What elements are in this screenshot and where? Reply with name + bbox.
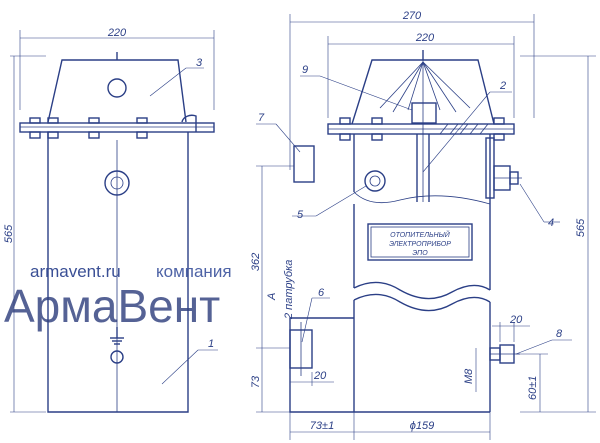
nameplate-line-1: ОТОПИТЕЛЬНЫЙ (390, 230, 451, 239)
body-lower (289, 317, 490, 413)
callout-7: 7 (258, 112, 265, 124)
dim-height-right: 565 (575, 218, 587, 237)
dim-height-left: 565 (3, 224, 15, 243)
cover-right (351, 59, 495, 125)
right-view: ОТОПИТЕЛЬНЫЙ ЭЛЕКТРОПРИБОР ЭПО 270 (250, 10, 596, 440)
pipe-upper (293, 145, 315, 183)
watermark: armavent.ru компания АрмаВент (4, 262, 232, 332)
dim-width-right: 220 (415, 32, 435, 44)
dim-m8: M8 (463, 368, 475, 384)
body-upper (353, 134, 491, 204)
dim-60: 60±1 (527, 376, 539, 400)
dim-362: 362 (250, 253, 262, 271)
watermark-site: armavent.ru (30, 262, 121, 281)
callout-5: 5 (297, 209, 304, 221)
ground-icon (110, 327, 124, 345)
dim-width-overall: 270 (402, 10, 422, 22)
heater-head (411, 102, 437, 124)
flange-bolts-right (339, 117, 505, 141)
cover-left (47, 59, 187, 123)
callout-6: 6 (318, 287, 325, 299)
callout-3: 3 (196, 57, 203, 69)
pipe-note-label: A (266, 293, 278, 301)
cover-hatch (379, 61, 471, 113)
callout-4: 4 (548, 217, 554, 229)
dim-pipe-20-left: 20 (313, 370, 327, 382)
pipe-note-text: 2 патрубка (283, 260, 295, 320)
flange-clamp (181, 114, 197, 132)
drain-valve (489, 344, 520, 364)
callout-2: 2 (499, 80, 506, 92)
flange-bolts-left (29, 117, 148, 139)
dim-73-vertical: 73 (250, 375, 262, 388)
callout-1: 1 (208, 338, 214, 350)
side-fitting (493, 165, 522, 191)
gland-nut (104, 170, 130, 196)
dim-73-bottom: 73±1 (310, 420, 334, 432)
nameplate (367, 223, 473, 261)
cover-hole (107, 78, 127, 98)
dim-width-left: 220 (107, 27, 127, 39)
cable-gland (364, 170, 386, 192)
break-line-bottom (353, 293, 491, 312)
watermark-company: компания (156, 262, 232, 281)
drain-plug (110, 350, 124, 364)
watermark-brand: АрмаВент (4, 280, 220, 332)
nameplate-line-3: ЭПО (412, 250, 428, 257)
callout-9: 9 (302, 64, 308, 76)
dim-pipe-20-right: 20 (509, 314, 523, 326)
callout-8: 8 (556, 328, 563, 340)
body-left (47, 132, 189, 413)
break-line-top (353, 281, 491, 300)
dim-diameter: ϕ159 (410, 420, 434, 432)
left-view: 220 565 3 1 (3, 27, 218, 413)
nameplate-line-2: ЭЛЕКТРОПРИБОР (389, 241, 451, 248)
flange-hatch (439, 123, 489, 135)
flange-left (19, 122, 215, 133)
